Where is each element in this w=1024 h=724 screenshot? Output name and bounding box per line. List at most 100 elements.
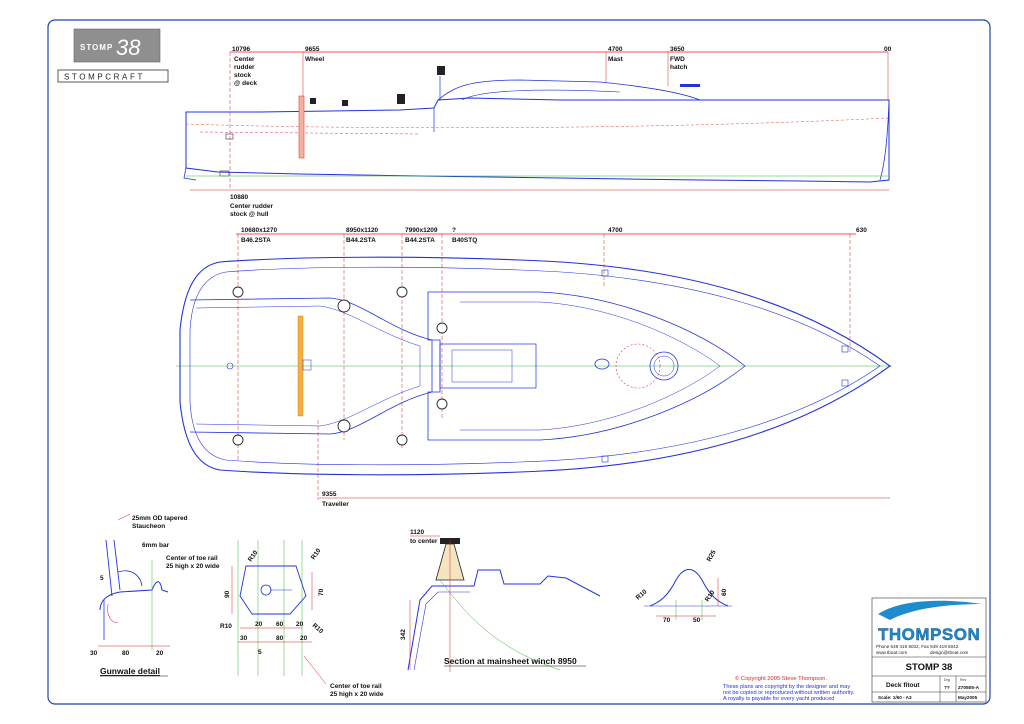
toe-rail-inner [189, 266, 881, 466]
profile-dim-70: 70 [663, 617, 671, 624]
logo-wordmark-box [57, 69, 169, 83]
side-winch-2 [342, 100, 348, 106]
toe-dim-90-text: 90 [224, 590, 231, 598]
title-drg-value: ?? [944, 685, 950, 691]
logo-badge-number: 38 [116, 35, 141, 60]
side-dim-9655: 9655 [305, 46, 320, 53]
toe-dim-20b: 20 [296, 621, 304, 628]
fwd-hatch-inner [653, 355, 675, 377]
toe-dim-80: 80 [276, 635, 284, 642]
cockpit-section [407, 569, 601, 671]
winch-b46-port [232, 286, 244, 298]
title-sheet-title: Deck fitout [886, 682, 920, 689]
label-mast: Mast [608, 56, 624, 63]
traveller-car [302, 359, 312, 371]
gunwale-title: Gunwale detail [100, 666, 160, 676]
copyright-line-4: A royalty is payable for every yacht pro… [723, 696, 834, 702]
deck-core [107, 603, 119, 623]
title-web: www.tboat.com [876, 650, 907, 655]
toe-rail-shape [239, 565, 307, 615]
toe-rail-note-1: Center of toe rail [166, 555, 218, 562]
plan-view: 10680x1270 8950x1120 7990x1209 ? 4700 63… [176, 227, 892, 508]
plan-dim-8950: 8950x1120 [346, 227, 379, 234]
gunwale-dim-20: 20 [156, 650, 164, 657]
side-dim-4700: 4700 [608, 46, 623, 53]
title-project: STOMP 38 [906, 662, 953, 673]
coachroof-window [461, 89, 621, 101]
side-dim-3650: 3650 [670, 46, 685, 53]
label-center-rudder-4: @ deck [234, 80, 257, 87]
winch-dim-1120: 1120 [410, 529, 424, 536]
winch-label-b44-a: B44.2STA [346, 237, 376, 244]
title-rev-label: Rev [960, 678, 967, 682]
fairlead-3 [841, 345, 849, 353]
winch-b44-port [337, 299, 351, 313]
gunwale-detail: 25mm OD tapered Staucheon 6mm bar Center… [90, 513, 220, 677]
shear-line [185, 117, 890, 128]
deck-outline [179, 256, 891, 476]
fairlead-4 [841, 379, 849, 387]
thompson-swoosh [878, 600, 982, 620]
thompson-logo-text: THOMPSON [878, 625, 980, 644]
cockpit-section-inner [413, 591, 470, 671]
mast-partner-circle [615, 343, 661, 389]
toe-r10-bl: R10 [220, 623, 232, 630]
transom-skeg [183, 167, 197, 181]
toe-dim-5: 5 [258, 649, 262, 656]
label-wheel: Wheel [305, 56, 324, 63]
mast-step [594, 358, 610, 370]
toe-rail-section: R10 R10 R10 R10 90 70 20 60 20 80 20 30 … [220, 540, 384, 698]
toe-note-leader [303, 655, 327, 685]
profile-bump [649, 569, 729, 607]
profile-dim-60: 60 [721, 588, 728, 596]
title-date: May2005 [958, 695, 978, 700]
title-phone: Phone 649 419 6032, Fax 649 419 6042 [876, 644, 959, 649]
plan-dim-7990: 7990x1209 [405, 227, 438, 234]
traveller-track [297, 315, 304, 417]
toe-rail-note-2: 25 high x 20 wide [166, 563, 220, 570]
toe-dim-30: 30 [240, 635, 248, 642]
sheet-border [47, 19, 991, 705]
label-fwd-hatch-1: FWD [670, 56, 685, 63]
label-center-rudder-3: stock [234, 72, 251, 79]
rudder-stock-deck [225, 133, 234, 140]
label-center-rudder-2: rudder [234, 64, 255, 71]
winch-b46-stbd [232, 434, 244, 446]
winch-b40-stbd [436, 398, 448, 410]
bow-stem [879, 99, 890, 181]
side-dim-10796: 10796 [232, 46, 250, 53]
winch-to-center: to center [410, 538, 438, 545]
winch-b40-port [436, 322, 448, 334]
winch-b44-stbd [337, 419, 351, 433]
traveller-dim: 9355 [322, 491, 337, 498]
cockpit-outline [189, 297, 433, 435]
toe-dim-70-text: 70 [318, 588, 325, 596]
companionway [439, 343, 537, 389]
toe-dim-20c: 20 [300, 635, 308, 642]
plan-winches [232, 286, 448, 446]
companionway-hatch [451, 349, 513, 383]
copyright-block: © Copyright 2005 Steve Thompson. These p… [723, 675, 855, 702]
title-drg-label: Drg [944, 678, 950, 682]
toe-dim-20a: 20 [255, 621, 263, 628]
logo-wordmark: STOMPCRAFT [64, 73, 145, 82]
fairleads [601, 269, 849, 463]
copyright-line-1: © Copyright 2005 Steve Thompson. [735, 675, 828, 682]
profile-dim-50: 50 [693, 617, 701, 624]
wheel-side [298, 95, 305, 159]
sheet-lead [439, 579, 561, 671]
copyright-line-3: not be copied or reproduced without writ… [723, 690, 855, 696]
side-view: 10796 9655 4700 3650 00 Center rudder st… [183, 46, 892, 218]
stanchion [105, 539, 121, 597]
label-rudder-hull-2: stock @ hull [230, 211, 269, 218]
plan-dim-4700: 4700 [608, 227, 623, 234]
plan-dim-630: 630 [856, 227, 867, 234]
side-winch-3 [397, 94, 405, 104]
stanchion-note-2: Staucheon [132, 523, 165, 530]
stanchion-leader [117, 513, 131, 521]
stanchion-note-1: 25mm OD tapered [132, 515, 188, 522]
label-fwd-hatch-2: hatch [670, 64, 687, 71]
logo-badge [73, 28, 161, 63]
title-rev-value: 270505-A [958, 685, 980, 691]
fairlead-1 [601, 269, 609, 277]
